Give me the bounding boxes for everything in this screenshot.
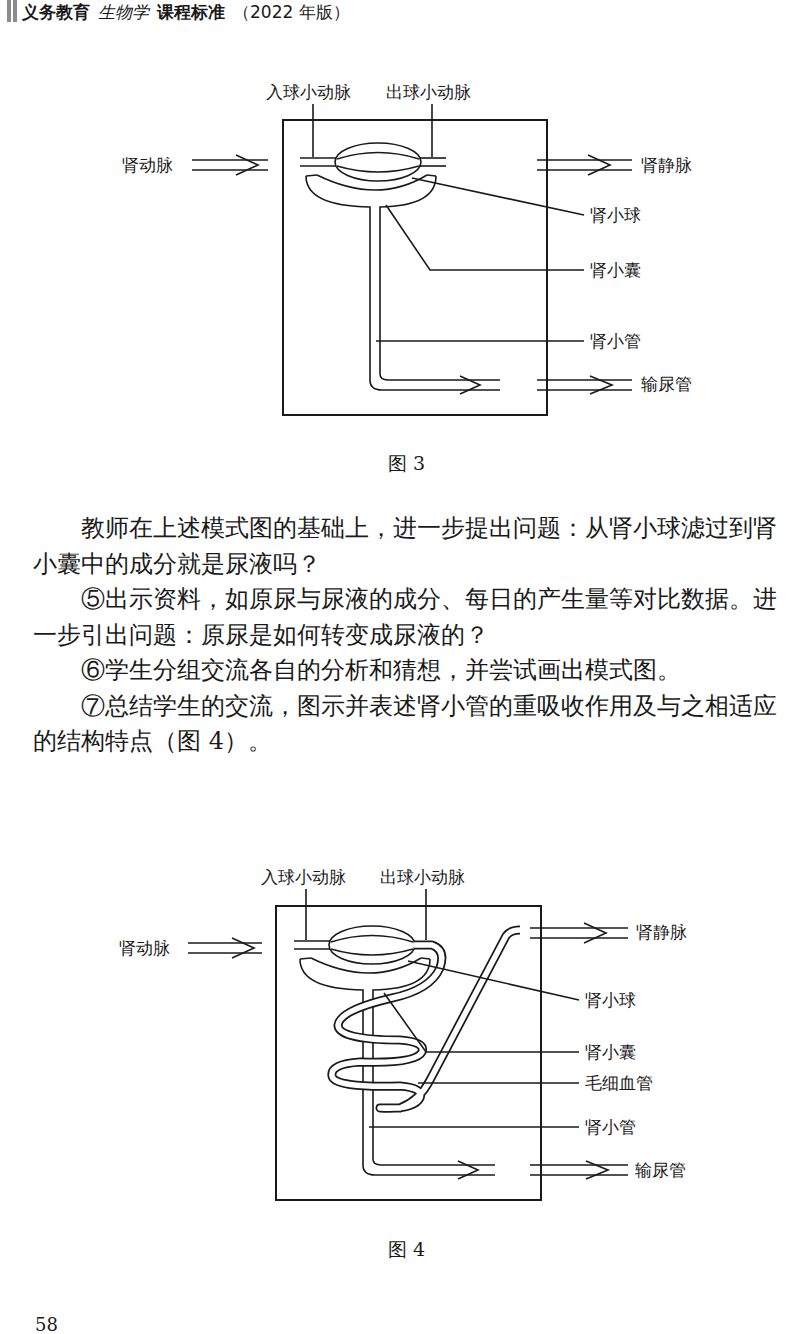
header-text: 生物学 <box>98 2 149 22</box>
header-text: 课程标准 <box>157 2 225 22</box>
paragraph: 教师在上述模式图的基础上，进一步提出问题：从肾小球滤过到肾小囊中的成分就是尿液吗… <box>33 511 778 582</box>
figure-caption: 图 3 <box>388 452 425 475</box>
part-label: 肾小球 <box>590 205 641 225</box>
page-number: 58 <box>35 1314 58 1334</box>
figure-caption: 图 4 <box>388 1238 425 1261</box>
paragraph: ⑤出示资料，如原尿与尿液的成分、每日的产生量等对比数据。进一步引出问题：原尿是如… <box>33 582 778 653</box>
part-label: 肾小囊 <box>590 260 641 280</box>
part-label: 肾静脉 <box>636 922 687 942</box>
header-text: 义务教育 <box>22 2 90 22</box>
part-label: 肾小球 <box>585 990 636 1010</box>
part-label: 毛细血管 <box>585 1073 653 1093</box>
part-label: 肾动脉 <box>122 155 173 175</box>
part-label: 肾小管 <box>590 331 641 351</box>
part-label: 出球小动脉 <box>386 82 471 102</box>
part-label: 出球小动脉 <box>380 867 465 887</box>
part-label: 入球小动脉 <box>266 82 351 102</box>
part-label: 输尿管 <box>635 1160 686 1180</box>
header-text: （2022 年版） <box>233 2 350 22</box>
part-label: 肾动脉 <box>119 938 170 958</box>
part-label: 肾小囊 <box>585 1042 636 1062</box>
part-label: 入球小动脉 <box>261 867 346 887</box>
paragraph: ⑦总结学生的交流，图示并表述肾小管的重吸收作用及与之相适应的结构特点（图 4）。 <box>33 689 778 760</box>
part-label: 肾静脉 <box>641 155 692 175</box>
paragraph: ⑥学生分组交流各自的分析和猜想，并尝试画出模式图。 <box>33 653 778 689</box>
part-label: 输尿管 <box>641 374 692 394</box>
part-label: 肾小管 <box>585 1117 636 1137</box>
running-header: 义务教育生物学课程标准 （2022 年版） <box>22 2 358 22</box>
body-text: 教师在上述模式图的基础上，进一步提出问题：从肾小球滤过到肾小囊中的成分就是尿液吗… <box>33 511 778 760</box>
